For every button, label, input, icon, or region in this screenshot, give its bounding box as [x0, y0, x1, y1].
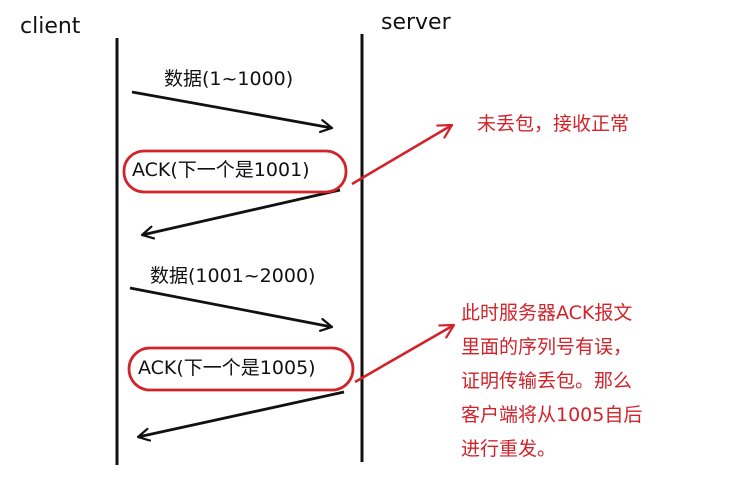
server-label: server	[381, 10, 451, 35]
annotation-arrow-2	[354, 323, 454, 384]
annotation-note-1: 未丢包，接收正常	[477, 113, 630, 135]
data-arrow-2	[129, 286, 332, 327]
ack-highlight-1	[122, 149, 348, 194]
ack-highlight-2	[127, 346, 355, 392]
client-label: client	[20, 14, 81, 39]
ack-label-2: ACK(下一个是1005)	[138, 357, 316, 379]
ack-label-1: ACK(下一个是1001)	[132, 159, 310, 181]
ack-arrow-1	[142, 188, 341, 235]
data-label-1: 数据(1~1000)	[164, 68, 294, 90]
data-arrow-1	[131, 90, 332, 128]
data-label-2: 数据(1001~2000)	[150, 265, 316, 287]
annotation-arrow-1	[351, 123, 452, 186]
ack-arrow-2	[138, 390, 345, 437]
annotation-note-2: 此时服务器ACK报文 里面的序列号有误， 证明传输丢包。那么 客户端将从1005…	[461, 302, 643, 460]
